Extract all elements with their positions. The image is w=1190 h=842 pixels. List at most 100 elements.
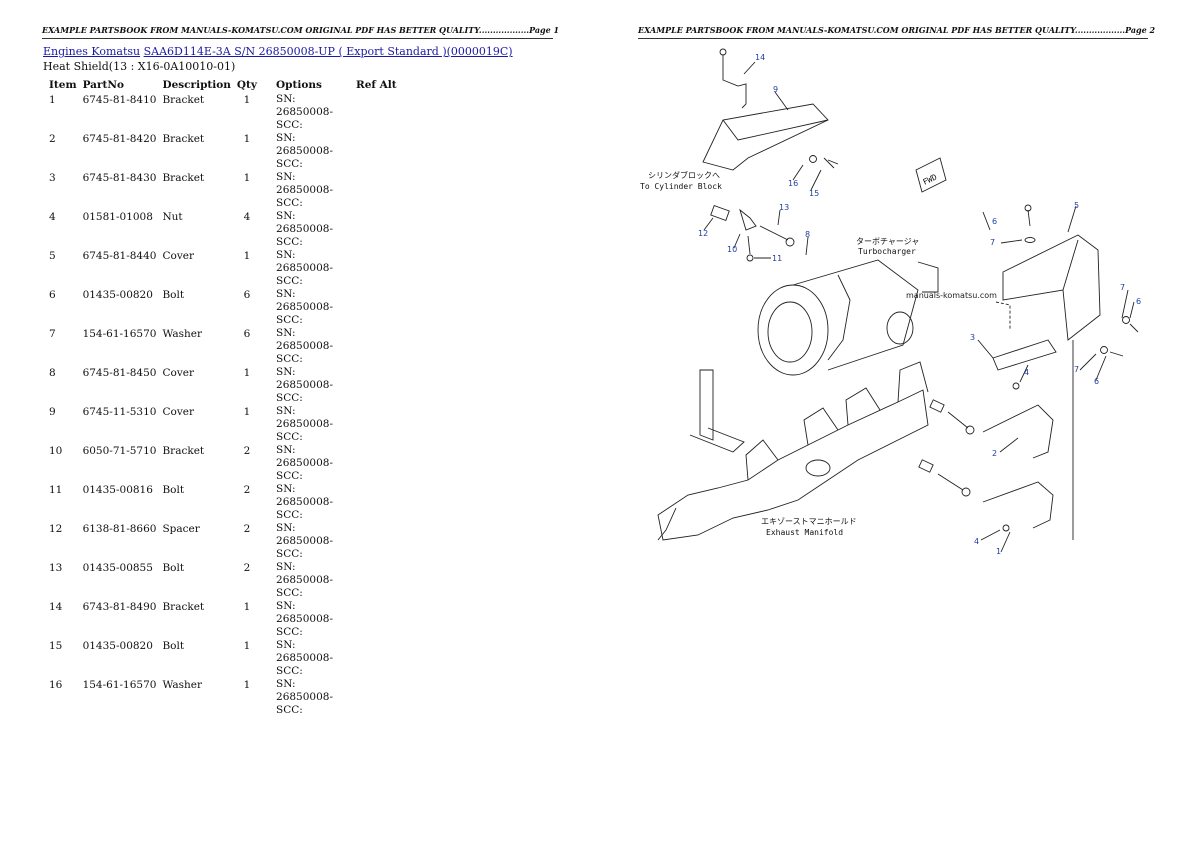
callout-label: 16 bbox=[788, 179, 798, 188]
bolt-13-shank bbox=[759, 225, 789, 241]
callout-label: 1 bbox=[996, 547, 1001, 556]
cell-options: SN: 26850008-SCC: bbox=[276, 600, 334, 638]
cell-refalt bbox=[353, 678, 400, 717]
cell-item: 10 bbox=[49, 445, 63, 457]
cell-item: 16 bbox=[49, 679, 63, 691]
cell-item: 14 bbox=[49, 601, 63, 613]
cell-description: Bracket bbox=[162, 94, 205, 106]
bracket-10-shape bbox=[739, 208, 757, 231]
callout-label: 6 bbox=[1136, 297, 1141, 306]
bracket-2-shape bbox=[982, 404, 1054, 459]
cell-partno: 6138-81-8660 bbox=[82, 523, 157, 535]
cell-description: Cover bbox=[162, 406, 194, 418]
cell-description: Bolt bbox=[162, 640, 185, 652]
cell-item: 2 bbox=[49, 133, 56, 145]
nut-4-lower bbox=[1002, 524, 1010, 532]
cell-options: SN: 26850008-SCC: bbox=[276, 93, 334, 131]
bolt-6-top-shank bbox=[1027, 209, 1031, 227]
cell-refalt bbox=[353, 132, 400, 171]
cell-qty: 2 bbox=[243, 523, 251, 535]
bolt-13-head bbox=[785, 237, 795, 247]
washer-16-shape bbox=[809, 155, 817, 163]
cell-partno: 01435-00820 bbox=[82, 640, 153, 652]
cell-partno: 154-61-16570 bbox=[82, 679, 157, 691]
callout-label: 6 bbox=[1094, 377, 1099, 386]
callout-label: 5 bbox=[1074, 201, 1079, 210]
callout-label: 13 bbox=[779, 203, 789, 212]
cell-refalt bbox=[353, 288, 400, 327]
cell-refalt bbox=[353, 639, 400, 678]
bolt-15-shape bbox=[823, 157, 839, 169]
cell-refalt bbox=[353, 483, 400, 522]
callout-leader-lines bbox=[703, 61, 1135, 553]
callout-label: 11 bbox=[772, 254, 782, 263]
manifold-end bbox=[657, 507, 677, 541]
cover-5-fold bbox=[1062, 239, 1079, 291]
callout-label: 15 bbox=[809, 189, 819, 198]
cell-description: Spacer bbox=[162, 523, 200, 535]
cell-partno: 6743-81-8490 bbox=[82, 601, 157, 613]
parts-table: Item PartNo Description Qty Options Ref … bbox=[43, 76, 400, 717]
cell-description: Washer bbox=[162, 328, 202, 340]
cell-qty: 6 bbox=[243, 328, 251, 340]
cell-options: SN: 26850008-SCC: bbox=[276, 639, 334, 677]
turbo-flange bbox=[917, 261, 939, 293]
cell-partno: 154-61-16570 bbox=[82, 328, 157, 340]
nut-b bbox=[961, 487, 971, 497]
cell-description: Bracket bbox=[162, 445, 205, 457]
cell-description: Nut bbox=[162, 211, 183, 223]
cell-description: Bolt bbox=[162, 484, 185, 496]
cell-qty: 2 bbox=[243, 484, 251, 496]
cell-item: 6 bbox=[49, 289, 56, 301]
cell-qty: 1 bbox=[243, 601, 251, 613]
cell-item: 7 bbox=[49, 328, 56, 340]
cell-partno: 01435-00820 bbox=[82, 289, 153, 301]
cell-partno: 6745-81-8440 bbox=[82, 250, 157, 262]
cell-description: Bracket bbox=[162, 601, 205, 613]
support-base bbox=[689, 427, 745, 453]
cell-refalt bbox=[353, 522, 400, 561]
manifold-port-2 bbox=[803, 407, 839, 446]
breadcrumb: Engines Komatsu SAA6D114E-3A S/N 2685000… bbox=[43, 45, 513, 58]
callout-label: 10 bbox=[727, 245, 737, 254]
cell-description: Cover bbox=[162, 250, 194, 262]
bracket-1-shape bbox=[982, 481, 1054, 529]
caption-turbo-jp: ターボチャージャ bbox=[856, 237, 919, 246]
cell-item: 9 bbox=[49, 406, 56, 418]
caption-cylinder-jp: シリンダブロックへ bbox=[648, 170, 720, 180]
stud-b bbox=[937, 473, 964, 491]
cell-item: 1 bbox=[49, 94, 56, 106]
caption-cylinder-en: To Cylinder Block bbox=[640, 182, 722, 191]
cell-item: 3 bbox=[49, 172, 56, 184]
breadcrumb-link-model[interactable]: SAA6D114E-3A S/N 26850008-UP ( Export St… bbox=[143, 45, 513, 58]
cell-item: 5 bbox=[49, 250, 56, 262]
cell-options: SN: 26850008-SCC: bbox=[276, 561, 334, 599]
cell-description: Cover bbox=[162, 367, 194, 379]
callout-label: 9 bbox=[773, 85, 778, 94]
table-row: 14 6743-81-8490 Bracket 1 SN: 26850008-SCC: bbox=[43, 600, 400, 639]
cell-partno: 6745-81-8450 bbox=[82, 367, 157, 379]
cell-item: 4 bbox=[49, 211, 56, 223]
bracket-3-shape bbox=[992, 339, 1057, 371]
parts-table-header-row: Item PartNo Description Qty Options Ref … bbox=[43, 76, 400, 93]
callout-label: 12 bbox=[698, 229, 708, 238]
cell-partno: 01435-00855 bbox=[82, 562, 153, 574]
manifold-port-4 bbox=[897, 361, 929, 403]
spacer-shape-b bbox=[918, 459, 934, 473]
manifold-port-1 bbox=[745, 439, 779, 481]
breadcrumb-link-engines[interactable]: Engines Komatsu bbox=[43, 45, 141, 58]
watermark: manuals-komatsu.com bbox=[906, 291, 997, 300]
col-header-partno: PartNo bbox=[82, 78, 124, 91]
